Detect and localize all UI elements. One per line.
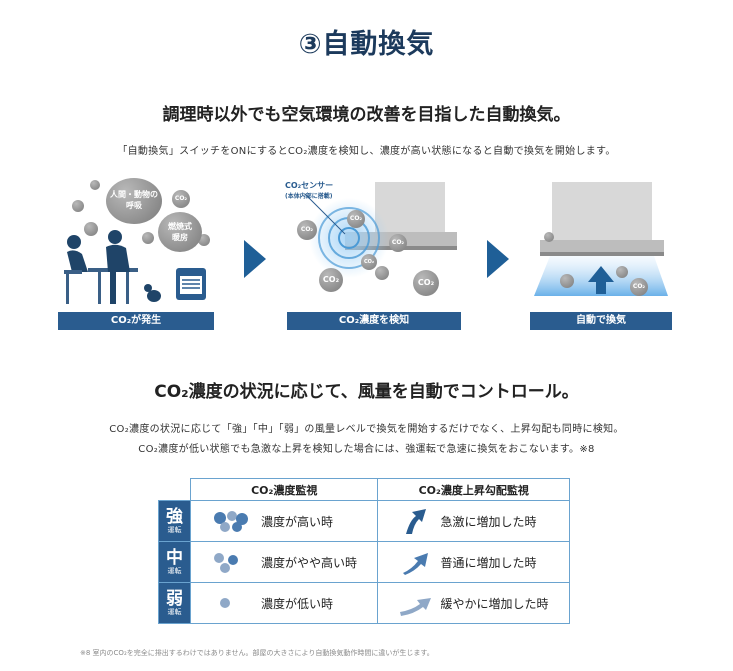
co2-bubble-icon: CO₂: [319, 268, 343, 292]
co2-cluster-medium-icon: [213, 553, 238, 573]
co2-bubble-icon: CO₂: [361, 254, 377, 270]
co2-cluster-high-icon: [213, 511, 248, 532]
column-header-concentration: CO₂濃度監視: [189, 478, 379, 501]
section2-line1: CO₂濃度の状況に応じて「強」「中」「弱」の風量レベルで換気を開始するだけでなく…: [109, 424, 624, 435]
co2-bubble-icon: CO₂: [630, 278, 648, 296]
table-row: 弱 運転 濃度が低い時 緩やかに増加した時: [158, 582, 570, 624]
co2-bubble-icon: [90, 180, 100, 190]
co2-bubble-icon: [84, 222, 98, 236]
co2-bubble-icon: CO₂: [389, 234, 407, 252]
heater-bubble: 燃焼式 暖房: [158, 212, 202, 252]
range-hood-airflow-illustration: [534, 182, 668, 296]
moderate-rise-arrow-icon: [403, 553, 429, 575]
gradient-text: 急激に増加した時: [440, 514, 537, 529]
table-row: 中 運転 濃度がやや高い時 普通に増加した時: [158, 541, 570, 583]
panel-label-co2-detect: CO₂濃度を検知: [287, 312, 461, 330]
co2-bubble-icon: [72, 200, 84, 212]
co2-bubble-icon: [616, 266, 628, 278]
level-weak: 弱 運転: [158, 582, 191, 624]
section1-heading: 調理時以外でも空気環境の改善を目指した自動換気。: [162, 105, 571, 125]
co2-bubble-icon: CO₂: [413, 270, 439, 296]
section2-line2: CO₂濃度が低い状態でも急激な上昇を検知した場合には、強運転で急速に換気をおこな…: [138, 444, 595, 455]
gentle-rise-arrow-icon: [400, 598, 432, 616]
panel-auto-ventilation: CO₂ 自動で換気: [530, 182, 672, 330]
monitoring-table: CO₂濃度監視 CO₂濃度上昇勾配監視 強 運転 濃度が高い時 急激に増: [158, 478, 570, 624]
co2-bubble-icon: CO₂: [297, 220, 317, 240]
steep-rise-arrow-icon: [406, 509, 427, 534]
co2-bubble-icon: CO₂: [347, 210, 365, 228]
co2-bubble-icon: [560, 274, 574, 288]
people-illustration: [64, 230, 206, 304]
column-header-gradient: CO₂濃度上昇勾配監視: [377, 478, 570, 501]
gradient-text: 緩やかに増加した時: [440, 596, 549, 611]
table-row: 強 運転 濃度が高い時 急激に増加した時: [158, 500, 570, 542]
panel-co2-generated: CO₂ 人間・動物の 呼吸 燃焼式 暖房 CO₂が発生: [58, 172, 214, 330]
sensor-sub-caption: (本体内部に搭載): [285, 193, 333, 200]
co2-bubble-icon: CO₂: [172, 190, 190, 208]
panel-co2-detect: CO₂センサー (本体内部に搭載) CO₂ CO₂ CO₂ CO₂ CO₂ CO…: [285, 172, 461, 330]
panel-label-auto-ventilation: 自動で換気: [530, 312, 672, 330]
footnote: ※8 室内のCO₂を完全に排出するわけではありません。部屋の大きさにより自動換気…: [80, 649, 434, 657]
concentration-text: 濃度が低い時: [260, 596, 333, 611]
arrow-right-icon: [487, 240, 509, 278]
co2-bubble-icon: [142, 232, 154, 244]
arrow-right-icon: [244, 240, 266, 278]
level-strong: 強 運転: [158, 500, 191, 542]
panel-label-co2-generated: CO₂が発生: [58, 312, 214, 330]
breath-bubble: 人間・動物の 呼吸: [106, 178, 162, 224]
sensor-caption: CO₂センサー: [285, 181, 334, 190]
concentration-text: 濃度が高い時: [260, 514, 333, 529]
table-header-row: CO₂濃度監視 CO₂濃度上昇勾配監視: [159, 478, 570, 501]
co2-cluster-low-icon: [219, 598, 230, 608]
co2-bubble-icon: [375, 266, 389, 280]
section1-description: 「自動換気」スイッチをONにするとCO₂濃度を検知し、濃度が高い状態になると自動…: [117, 146, 616, 157]
concentration-text: 濃度がやや高い時: [260, 555, 357, 570]
co2-bubble-icon: [544, 232, 554, 242]
level-medium: 中 運転: [158, 541, 191, 583]
page-title: ③自動換気: [298, 29, 435, 60]
section2-heading: CO₂濃度の状況に応じて、風量を自動でコントロール。: [154, 382, 579, 402]
gradient-text: 普通に増加した時: [440, 555, 537, 570]
